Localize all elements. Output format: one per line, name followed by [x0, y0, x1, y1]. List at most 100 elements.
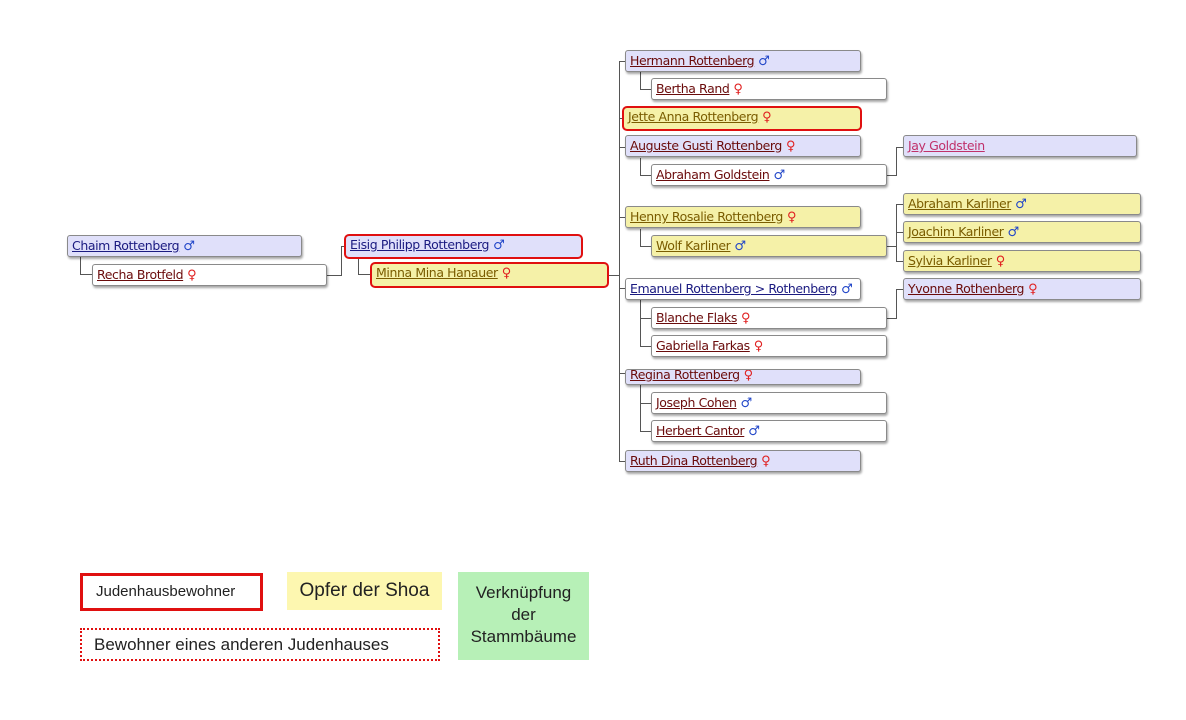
legend-judenhausbewohner: Judenhausbewohner	[80, 573, 263, 611]
person-link[interactable]: Blanche Flaks	[656, 310, 737, 325]
person-emanuel-rottenberg: Emanuel Rottenberg > Rothenberg♂	[625, 278, 861, 300]
connector-line	[896, 147, 903, 148]
connector-line	[640, 403, 651, 404]
male-icon: ♂	[748, 424, 760, 439]
person-recha-brotfeld: Recha Brotfeld♀	[92, 264, 327, 286]
connector-line	[640, 346, 651, 347]
male-icon: ♂	[841, 282, 853, 297]
connector-line	[640, 431, 651, 432]
person-link[interactable]: Recha Brotfeld	[97, 267, 184, 282]
person-ruth-dina-rottenberg: Ruth Dina Rottenberg♀	[625, 450, 861, 472]
person-link[interactable]: Jette Anna Rottenberg	[628, 109, 759, 124]
person-link[interactable]: Abraham Karliner	[908, 196, 1012, 211]
person-link[interactable]: Minna Mina Hanauer	[376, 265, 498, 280]
connector-line	[896, 232, 903, 233]
connector-line	[896, 289, 903, 290]
person-yvonne-rothenberg: Yvonne Rothenberg♀	[903, 278, 1141, 300]
female-icon: ♀	[995, 254, 1006, 269]
person-link[interactable]: Hermann Rottenberg	[630, 53, 755, 68]
connector-line	[640, 229, 641, 247]
person-auguste-gusti-rottenberg: Auguste Gusti Rottenberg♀	[625, 135, 861, 157]
connector-line	[887, 246, 896, 247]
person-link[interactable]: Joachim Karliner	[908, 224, 1004, 239]
female-icon: ♀	[187, 268, 197, 283]
connector-line	[896, 261, 903, 262]
person-link[interactable]: Auguste Gusti Rottenberg	[630, 138, 782, 153]
connector-line	[341, 246, 346, 247]
connector-line	[887, 175, 896, 176]
connector-line	[341, 246, 342, 276]
person-joachim-karliner: Joachim Karliner♂	[903, 221, 1141, 243]
person-chaim-rottenberg: Chaim Rottenberg♂	[67, 235, 302, 257]
male-icon: ♂	[773, 168, 785, 183]
person-herbert-cantor: Herbert Cantor♂	[651, 420, 887, 442]
person-link[interactable]: Chaim Rottenberg	[72, 238, 180, 253]
connector-line	[640, 318, 651, 319]
female-icon: ♀	[761, 454, 771, 469]
person-abraham-karliner: Abraham Karliner♂	[903, 193, 1141, 215]
connector-line	[619, 147, 625, 148]
person-henny-rosalie-rottenberg: Henny Rosalie Rottenberg♀	[625, 206, 861, 228]
legend-verknuepfung-line: Stammbäume	[470, 627, 577, 646]
connector-line	[640, 300, 641, 347]
connector-line	[619, 373, 625, 374]
person-sylvia-karliner: Sylvia Karliner♀	[903, 250, 1141, 272]
person-wolf-karliner: Wolf Karliner♂	[651, 235, 887, 257]
connector-line	[887, 318, 896, 319]
connector-line	[640, 175, 651, 176]
connector-line	[619, 61, 625, 62]
female-icon: ♀	[1028, 282, 1038, 297]
male-icon: ♂	[183, 239, 195, 254]
person-regina-rottenberg: Regina Rottenberg♀	[625, 369, 861, 385]
person-link[interactable]: Ruth Dina Rottenberg	[630, 453, 758, 468]
person-link[interactable]: Yvonne Rothenberg	[908, 281, 1025, 296]
connector-line	[327, 275, 342, 276]
person-link[interactable]: Sylvia Karliner	[908, 253, 992, 268]
connector-line	[80, 274, 93, 275]
connector-line	[619, 217, 625, 218]
connector-line	[640, 246, 651, 247]
person-jette-anna-rottenberg: Jette Anna Rottenberg♀	[622, 106, 862, 131]
connector-line	[896, 289, 897, 319]
female-icon: ♀	[501, 266, 512, 281]
connector-line	[640, 72, 641, 90]
person-link[interactable]: Emanuel Rottenberg > Rothenberg	[630, 281, 838, 296]
person-link[interactable]: Bertha Rand	[656, 81, 730, 96]
person-link[interactable]: Herbert Cantor	[656, 423, 745, 438]
connector-line	[640, 158, 641, 176]
male-icon: ♂	[734, 239, 746, 254]
male-icon: ♂	[1007, 225, 1020, 240]
person-jay-goldstein: Jay Goldstein	[903, 135, 1137, 157]
person-link[interactable]: Wolf Karliner	[656, 238, 731, 253]
legend-anderes-judenhaus: Bewohner eines anderen Judenhauses	[80, 628, 440, 661]
connector-line	[358, 258, 359, 275]
person-link[interactable]: Regina Rottenberg	[630, 369, 740, 382]
female-icon: ♀	[753, 339, 764, 354]
female-icon: ♀	[743, 369, 754, 383]
connector-line	[640, 89, 651, 90]
person-bertha-rand: Bertha Rand♀	[651, 78, 887, 100]
male-icon: ♂	[758, 54, 770, 69]
person-link[interactable]: Jay Goldstein	[908, 138, 985, 153]
person-gabriella-farkas: Gabriella Farkas♀	[651, 335, 887, 357]
person-link[interactable]: Eisig Philipp Rottenberg	[350, 237, 490, 252]
person-hermann-rottenberg: Hermann Rottenberg♂	[625, 50, 861, 72]
legend-verknuepfung-line: Verknüpfung	[475, 583, 572, 602]
connector-line	[619, 288, 625, 289]
legend-verknuepfung-line: der	[511, 605, 536, 624]
male-icon: ♂	[1015, 197, 1027, 212]
female-icon: ♀	[785, 139, 796, 154]
person-minna-mina-hanauer: Minna Mina Hanauer♀	[370, 262, 609, 288]
male-icon: ♂	[740, 396, 752, 411]
connector-line	[609, 275, 620, 276]
person-link[interactable]: Gabriella Farkas	[656, 338, 750, 353]
person-link[interactable]: Joseph Cohen	[656, 395, 737, 410]
female-icon: ♀	[786, 210, 797, 225]
person-eisig-philipp-rottenberg: Eisig Philipp Rottenberg♂	[344, 234, 583, 259]
connector-line	[619, 61, 620, 461]
person-link[interactable]: Henny Rosalie Rottenberg	[630, 209, 783, 224]
connector-line	[619, 461, 625, 462]
connector-line	[640, 385, 641, 432]
person-link[interactable]: Abraham Goldstein	[656, 167, 770, 182]
female-icon: ♀	[762, 110, 772, 125]
